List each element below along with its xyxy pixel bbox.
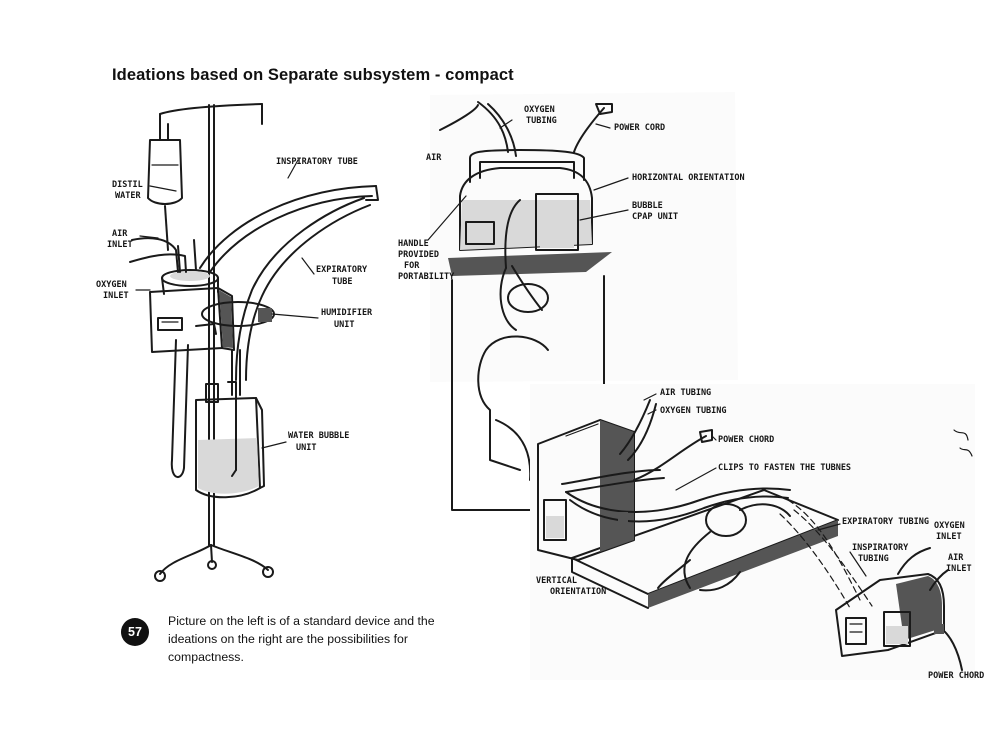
label-cpap-unit: CPAP UNIT: [632, 212, 678, 222]
margin-scribble: [953, 429, 973, 457]
label-power-chord: POWER CHORD: [718, 435, 774, 445]
label-air-inlet-2: INLET: [946, 564, 972, 574]
label-oxygen: OXYGEN: [96, 280, 127, 290]
figure-caption: Picture on the left is of a standard dev…: [168, 614, 435, 664]
page-number-badge: 57: [121, 618, 149, 646]
label-expiratory-tube: TUBE: [332, 277, 352, 287]
label-air: AIR: [112, 229, 128, 239]
label-oxygen-inlet: INLET: [103, 291, 129, 301]
label-distil: DISTIL: [112, 180, 143, 190]
label-oxygen-inlet-2: INLET: [936, 532, 962, 542]
label-inlet: INLET: [107, 240, 133, 250]
label-water-bubble: WATER BUBBLE: [288, 431, 349, 441]
label-oxygen-tubing: OXYGEN TUBING: [660, 406, 727, 416]
label-horizontal-orientation: HORIZONTAL ORIENTATION: [632, 173, 745, 183]
label-expiratory: EXPIRATORY: [316, 265, 368, 275]
label-bubble: BUBBLE: [632, 201, 663, 211]
label-handle: HANDLE: [398, 239, 429, 249]
label-tubing-top: TUBING: [526, 116, 557, 126]
label-air-tubing: AIR TUBING: [660, 388, 711, 398]
label-air-top: AIR: [426, 153, 442, 163]
label-inspiratory-tube: INSPIRATORY TUBE: [276, 157, 358, 167]
label-water: WATER: [115, 191, 141, 201]
label-inspiratory-tubing: TUBING: [858, 554, 889, 564]
label-expiratory-tubing: EXPIRATORY TUBING: [842, 517, 929, 527]
label-for: FOR: [404, 261, 420, 271]
label-clips: CLIPS TO FASTEN THE TUBNES: [718, 463, 851, 473]
label-orientation: ORIENTATION: [550, 587, 606, 597]
label-air-2: AIR: [948, 553, 964, 563]
label-humidifier-unit: UNIT: [334, 320, 354, 330]
standard-device-sketch: [129, 103, 379, 582]
page-title: Ideations based on Separate subsystem - …: [112, 66, 514, 84]
label-oxygen-top: OXYGEN: [524, 105, 555, 115]
label-provided: PROVIDED: [398, 250, 439, 260]
label-oxygen-2: OXYGEN: [934, 521, 965, 531]
label-power-chord-2: POWER CHORD: [928, 671, 984, 681]
horizontal-orientation-sketch: [430, 92, 738, 511]
label-water-bubble-unit: UNIT: [296, 443, 316, 453]
label-humidifier: HUMIDIFIER: [321, 308, 373, 318]
label-inspiratory: INSPIRATORY: [852, 543, 909, 553]
label-vertical: VERTICAL: [536, 576, 577, 586]
vertical-orientation-sketch: [530, 384, 975, 680]
label-power-cord: POWER CORD: [614, 123, 665, 133]
label-portability: PORTABILITY: [398, 272, 455, 282]
